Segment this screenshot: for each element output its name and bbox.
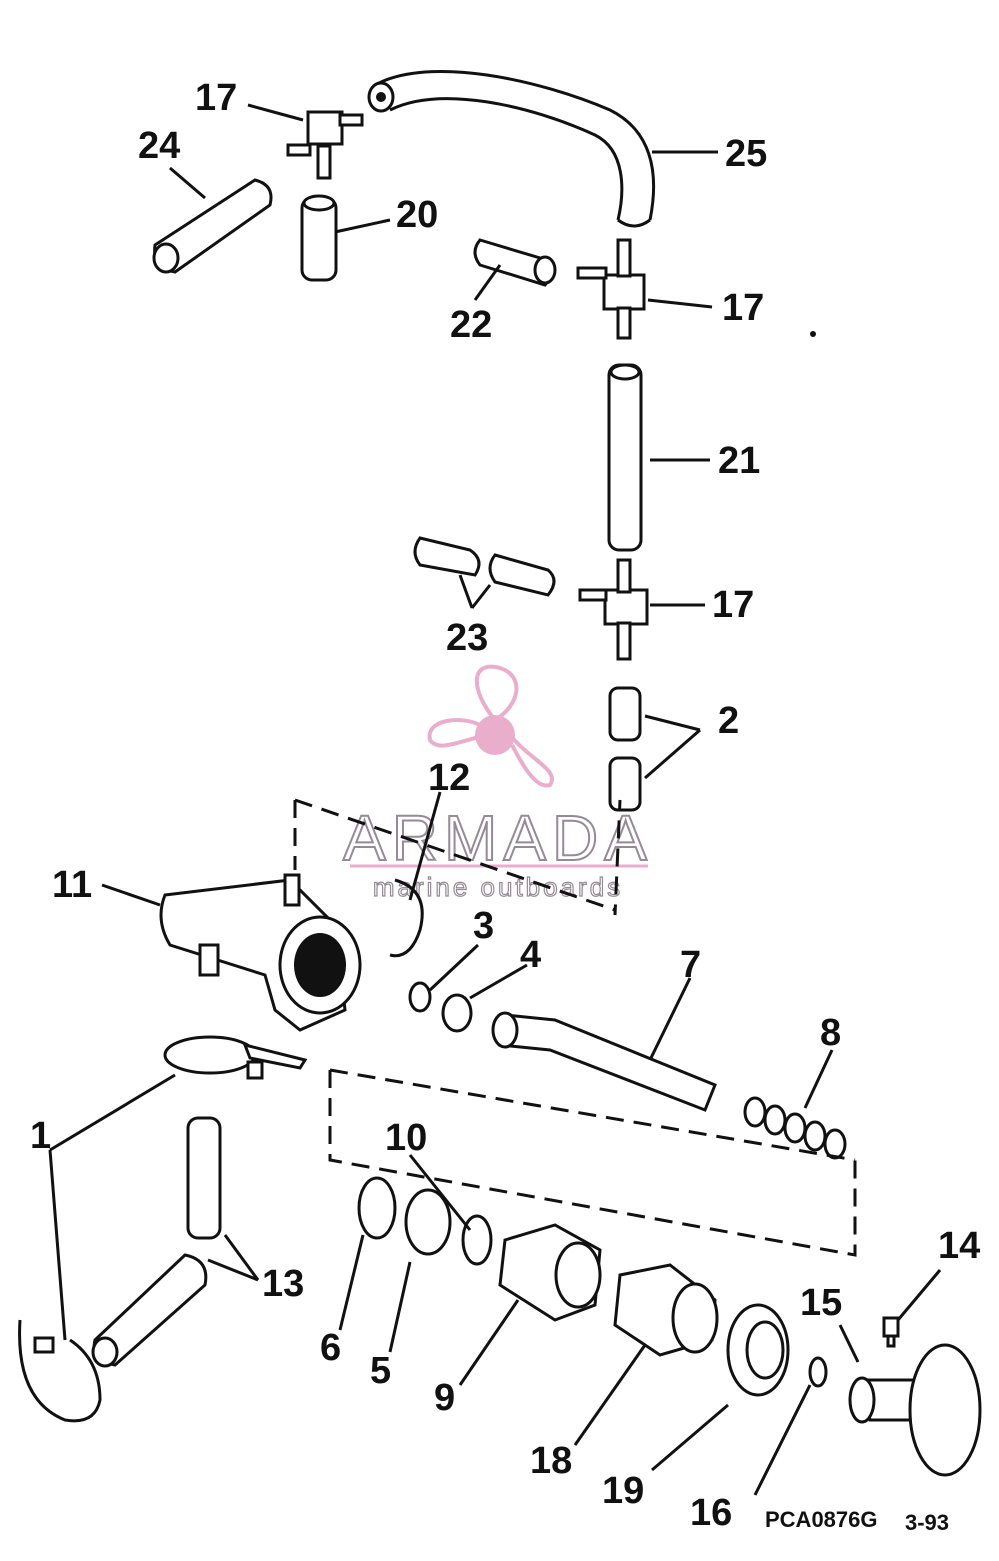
assembly-dash-box-lower — [328, 1068, 857, 1257]
callout-14: 14 — [938, 1225, 980, 1267]
callout-5: 5 — [370, 1350, 391, 1392]
callout-19: 19 — [602, 1470, 644, 1512]
tee-fitting-17-low — [578, 558, 649, 661]
callout-20: 20 — [396, 194, 438, 236]
callout-3: 3 — [473, 905, 494, 947]
callout-2: 2 — [718, 700, 739, 742]
callout-16: 16 — [690, 1492, 732, 1534]
armada-logo: ARMADA marine outboards — [342, 664, 653, 903]
propeller-icon — [427, 664, 554, 788]
clamp-1-upper — [163, 1035, 308, 1080]
callout-17-top: 17 — [195, 77, 237, 119]
spring-clip-12 — [389, 878, 424, 958]
callout-7: 7 — [680, 944, 701, 986]
callout-labels: 17 24 20 25 22 17 21 23 17 2 12 11 3 4 7… — [30, 77, 980, 1534]
callout-6: 6 — [320, 1327, 341, 1369]
screw-14 — [882, 1316, 900, 1348]
hose-25 — [367, 69, 656, 228]
callout-4: 4 — [520, 934, 541, 976]
callout-9: 9 — [434, 1377, 455, 1419]
callout-24: 24 — [138, 125, 180, 167]
hose-22 — [473, 238, 557, 287]
o-ring-10 — [461, 1214, 493, 1266]
plunger-7 — [491, 1011, 717, 1112]
callout-23: 23 — [446, 617, 488, 659]
callout-8: 8 — [820, 1012, 841, 1054]
hose-24 — [152, 178, 273, 274]
nut-18 — [613, 1263, 719, 1357]
drawing-code: PCA0876G — [765, 1507, 878, 1532]
callout-22: 22 — [450, 304, 492, 346]
assembly-dash-box-upper — [293, 798, 622, 916]
washer-6 — [357, 1176, 397, 1240]
drawing-date: 3-93 — [905, 1510, 949, 1535]
callout-12: 12 — [428, 757, 470, 799]
callout-18: 18 — [530, 1440, 572, 1482]
tee-fitting-17-top — [286, 110, 364, 180]
callout-10: 10 — [385, 1117, 427, 1159]
connectors-2 — [608, 686, 642, 812]
brand-name: ARMADA — [343, 802, 653, 874]
bezel-19 — [726, 1303, 790, 1397]
callout-17-mid: 17 — [722, 287, 764, 329]
callout-13: 13 — [262, 1263, 304, 1305]
o-ring-3 — [408, 981, 432, 1013]
callout-1: 1 — [30, 1115, 51, 1157]
callout-15: 15 — [800, 1282, 842, 1324]
primer-body-11 — [159, 873, 362, 1032]
hose-13 — [91, 1116, 222, 1368]
gasket-5 — [404, 1188, 452, 1256]
o-ring-16 — [808, 1356, 828, 1388]
spring-8 — [743, 1096, 847, 1160]
hose-21 — [607, 363, 643, 552]
hose-pieces-23 — [413, 536, 556, 597]
hose-20 — [300, 194, 338, 282]
callout-11: 11 — [52, 864, 92, 906]
callout-17-low: 17 — [712, 584, 754, 626]
callout-25: 25 — [725, 133, 767, 175]
callout-21: 21 — [718, 440, 760, 482]
fitting-9 — [498, 1223, 602, 1322]
tee-fitting-17-mid — [576, 238, 646, 340]
o-ring-4 — [441, 993, 473, 1033]
leader-lines — [48, 103, 942, 1496]
stray-dot — [810, 331, 816, 337]
clamp-1-lower — [18, 1319, 102, 1423]
knob-15 — [848, 1343, 982, 1477]
